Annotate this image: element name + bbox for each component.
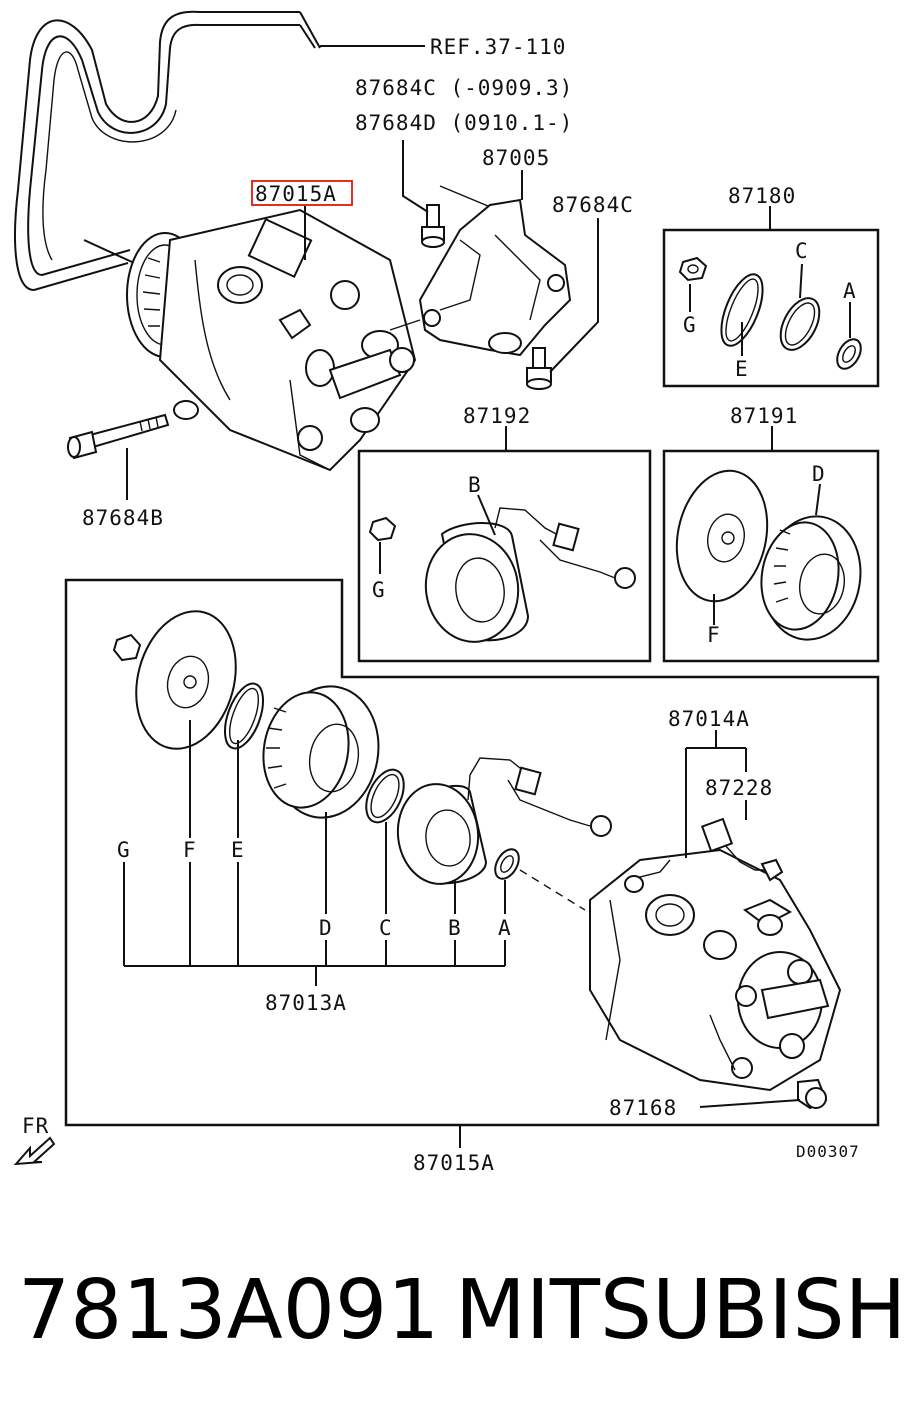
bracket-bolt-upper [421,204,445,248]
assembly-sensor [700,817,784,882]
front-direction-arrow [13,1136,56,1166]
bolt-d-range-label[interactable]: 87684D (0910.1-) [355,111,573,135]
bracket-label[interactable]: 87005 [482,146,550,170]
assembly-letter-e: E [231,838,245,862]
kit-87192-number[interactable]: 87192 [463,404,531,428]
assembly-compressor [589,848,842,1092]
assembly-clutch-parts [112,610,612,911]
bolt-c-label[interactable]: 87684C [552,193,634,217]
highlight-box [251,180,353,206]
bolt-c-range-label[interactable]: 87684C (-0909.3) [355,76,573,100]
kit-87192-letter-b: B [468,473,482,497]
kit-87191-letter-f: F [707,623,721,647]
drawing-code: D00307 [796,1142,860,1161]
bracket-bolt-lower [526,347,552,390]
kit-87191-parts [675,469,862,641]
kit-87180-box [662,228,880,388]
assembly-letter-f: F [183,838,197,862]
assembly-outline [64,578,880,1127]
kit-87180-letter-a: A [843,279,857,303]
mounting-bracket [389,198,572,357]
assembly-letter-g: G [117,838,131,862]
kit-87191-letter-d: D [812,462,826,486]
kit-87192-letter-g: G [372,578,386,602]
assembly-letter-c: C [379,916,393,940]
fr-label: FR [22,1114,49,1138]
brand-caption: MITSUBISHI [455,1263,909,1358]
kit-87180-letter-e: E [735,357,749,381]
assembly-letter-b: B [448,916,462,940]
drive-belt [14,10,321,292]
whole-assembly-label[interactable]: 87015A [413,1151,495,1175]
ref-label: REF.37-110 [430,35,566,59]
top-compressor [126,208,417,472]
valve-label[interactable]: 87168 [609,1096,677,1120]
compressor-leaders [459,730,801,1148]
assembly-letter-a: A [498,916,512,940]
kit-87192-parts [368,494,636,643]
kit-87191-box [662,449,880,663]
kit-87191-number[interactable]: 87191 [730,404,798,428]
part-number-caption: 7813A091 [18,1263,439,1358]
kit-87180-number[interactable]: 87180 [728,184,796,208]
compressor-label[interactable]: 87014A [668,707,750,731]
kit-87192-box [357,449,652,663]
assembly-valve [797,1078,828,1110]
clutch-kit-label[interactable]: 87013A [265,991,347,1015]
assembly-leaders [123,720,506,986]
sensor-label[interactable]: 87228 [705,776,773,800]
highlighted-part-label[interactable]: 87015A [255,182,337,206]
long-bolt [67,413,170,460]
kit-87180-parts [678,256,862,370]
kit-87180-letter-c: C [795,239,809,263]
assembly-letter-d: D [319,916,333,940]
kit-87180-letter-g: G [683,313,697,337]
bolt-b-label[interactable]: 87684B [82,506,164,530]
